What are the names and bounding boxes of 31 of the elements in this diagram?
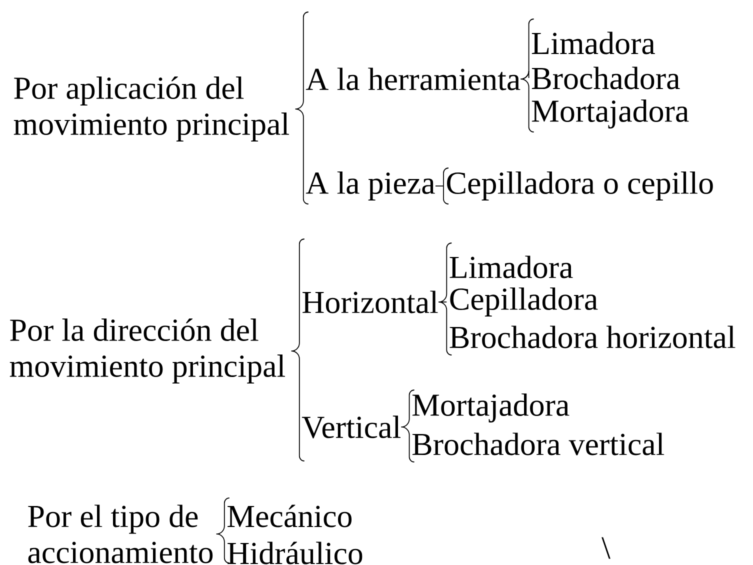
brace: [438, 266, 448, 302]
category-label: Mecánico: [228, 504, 352, 528]
category-label: Brochadora: [532, 66, 680, 90]
category-label: A la pieza: [306, 172, 435, 200]
category-label: A la herramienta: [306, 68, 520, 90]
category-label: Vertical: [302, 416, 400, 438]
brace: [438, 302, 448, 338]
category-label: Por el tipo de accionamiento: [28, 504, 213, 564]
brace: [400, 408, 410, 428]
category-label: Mortajadora: [532, 100, 689, 128]
category-label: Cepilladora: [450, 288, 598, 316]
brace: [290, 302, 300, 352]
brace: [216, 534, 225, 554]
category-label: Horizontal: [302, 290, 438, 314]
brace: [400, 426, 410, 444]
category-label: Por la dirección del movimiento principal: [10, 318, 285, 384]
category-label: Por aplicación del movimiento principal: [14, 76, 289, 142]
category-label: Brochadora horizontal: [450, 326, 736, 348]
brace: [294, 108, 304, 186]
brace: [216, 516, 225, 534]
category-label: Hidráulico: [228, 542, 362, 564]
brace: [290, 350, 300, 428]
category-label: Brochadora vertical: [412, 432, 664, 456]
category-label: Limadora: [532, 32, 655, 54]
brace: [294, 78, 304, 110]
brace: [520, 70, 530, 80]
category-label: Mortajadora: [412, 394, 570, 422]
stray-mark: \: [602, 537, 610, 559]
category-label: Limadora: [450, 256, 573, 278]
brace: [520, 78, 530, 114]
category-label: Cepilladora o cepillo: [447, 172, 713, 200]
